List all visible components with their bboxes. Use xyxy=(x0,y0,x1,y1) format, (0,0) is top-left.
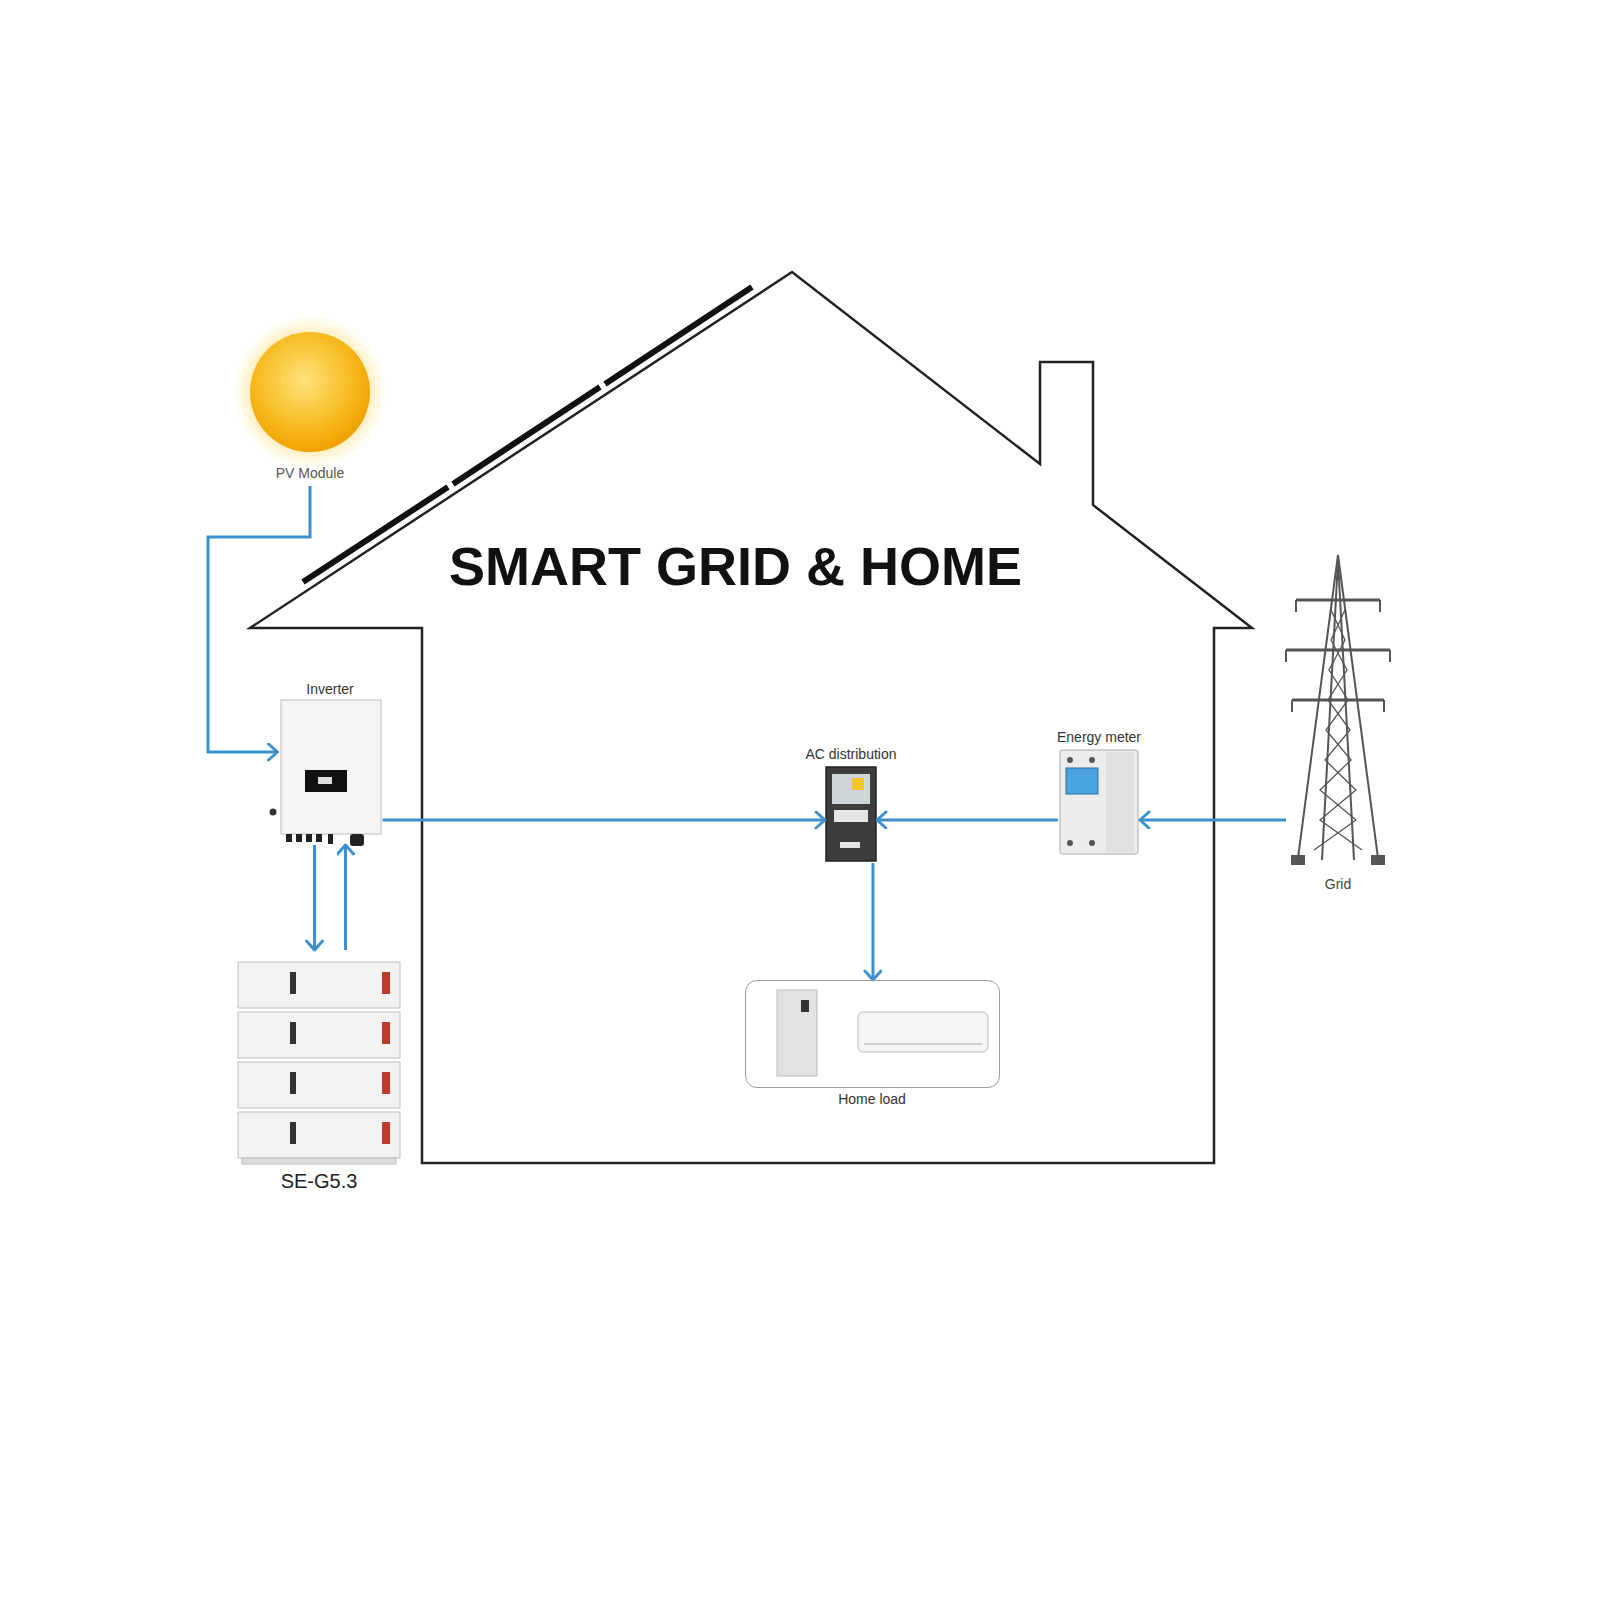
breaker-row xyxy=(834,810,868,822)
terminal xyxy=(286,834,292,842)
insulator xyxy=(1295,600,1297,612)
ac-vent xyxy=(864,1043,982,1045)
insulator xyxy=(1383,700,1385,712)
grid-tower: Grid xyxy=(1286,555,1390,895)
fridge xyxy=(777,990,817,1076)
flow-connector xyxy=(877,819,1058,822)
flow-connector xyxy=(313,845,316,950)
inverter-device xyxy=(270,700,382,846)
terminal xyxy=(316,834,322,842)
handle xyxy=(290,1072,296,1094)
screw xyxy=(1067,840,1073,846)
screw xyxy=(1089,757,1095,763)
battery-handles-red xyxy=(382,972,390,1144)
diagram-title: SMART GRID & HOME xyxy=(449,536,1022,596)
handle xyxy=(290,1122,296,1144)
tower-foot xyxy=(1292,856,1304,864)
flow-connector xyxy=(871,863,874,980)
sun xyxy=(250,332,370,452)
energy-meter: Energy meter xyxy=(1054,726,1144,856)
warning-label xyxy=(852,778,864,790)
battery-handles-dark xyxy=(290,972,296,1144)
handle xyxy=(290,1022,296,1044)
battery-module xyxy=(238,962,400,1008)
screw xyxy=(1089,840,1095,846)
node-body xyxy=(825,765,877,863)
terminal xyxy=(296,834,302,842)
cross-arm xyxy=(1286,649,1390,652)
sun-glow xyxy=(232,314,388,470)
node-body xyxy=(1286,555,1390,873)
node-body xyxy=(1058,748,1140,856)
meter-case xyxy=(1060,750,1138,854)
solar-panel xyxy=(605,287,752,384)
pv-module: PV Module xyxy=(240,322,380,484)
meter-screen xyxy=(1066,768,1098,794)
ac-distribution-box xyxy=(826,767,876,861)
box-plate xyxy=(840,842,860,848)
handle xyxy=(382,1022,390,1044)
terminal xyxy=(306,834,312,842)
inverter-display xyxy=(305,770,347,792)
node-label: Inverter xyxy=(303,678,356,700)
insulator xyxy=(1291,700,1293,712)
solar-panel xyxy=(453,387,600,484)
battery-base xyxy=(242,1158,396,1164)
handle xyxy=(382,1122,390,1144)
insulator xyxy=(1285,650,1287,662)
home-load-box: Home load xyxy=(745,980,1000,1110)
node-label: Grid xyxy=(1322,873,1354,895)
node-label: Home load xyxy=(835,1088,909,1110)
handle xyxy=(382,1072,390,1094)
inverter-case xyxy=(281,700,381,834)
battery-module xyxy=(238,1062,400,1108)
flow-connector xyxy=(344,845,347,950)
node-label: AC distribution xyxy=(802,743,899,765)
cross-arm xyxy=(1296,599,1380,602)
energy-meter-device xyxy=(1060,750,1138,854)
air-conditioner xyxy=(858,1012,988,1052)
node-label: PV Module xyxy=(273,462,347,484)
meter-side xyxy=(1106,752,1134,852)
flow-connector xyxy=(383,819,825,822)
home-appliances xyxy=(777,990,988,1076)
cross-arm xyxy=(1292,699,1384,702)
node-body xyxy=(236,950,402,1166)
battery-module xyxy=(238,1112,400,1158)
handle xyxy=(382,972,390,994)
battery-module xyxy=(238,1012,400,1058)
inverter-terminals xyxy=(286,834,364,846)
inverter-box: Inverter xyxy=(278,678,383,845)
fridge-display xyxy=(801,1000,809,1012)
tower-foot xyxy=(1372,856,1384,864)
flow-connector xyxy=(208,486,310,752)
screw xyxy=(1067,757,1073,763)
insulator xyxy=(1379,600,1381,612)
terminal xyxy=(328,834,333,844)
inverter-switch xyxy=(270,809,277,816)
cable-gland xyxy=(350,834,364,846)
flow-connector xyxy=(1140,819,1286,822)
tower-bracing xyxy=(1320,610,1362,850)
solar-panel xyxy=(303,487,448,582)
handle xyxy=(290,972,296,994)
node-body xyxy=(745,980,1000,1088)
node-label: SE-G5.3 xyxy=(278,1166,361,1196)
box-case xyxy=(826,767,876,861)
transmission-tower xyxy=(1286,555,1390,864)
battery-stack xyxy=(238,962,400,1164)
insulator xyxy=(1389,650,1391,662)
node-body xyxy=(278,700,383,845)
battery-stack-node: SE-G5.3 xyxy=(236,950,402,1196)
inverter-screen xyxy=(318,777,332,784)
box-window xyxy=(832,774,870,804)
node-body xyxy=(240,322,380,462)
ac-distribution: AC distribution xyxy=(802,743,899,863)
node-label: Energy meter xyxy=(1054,726,1144,748)
